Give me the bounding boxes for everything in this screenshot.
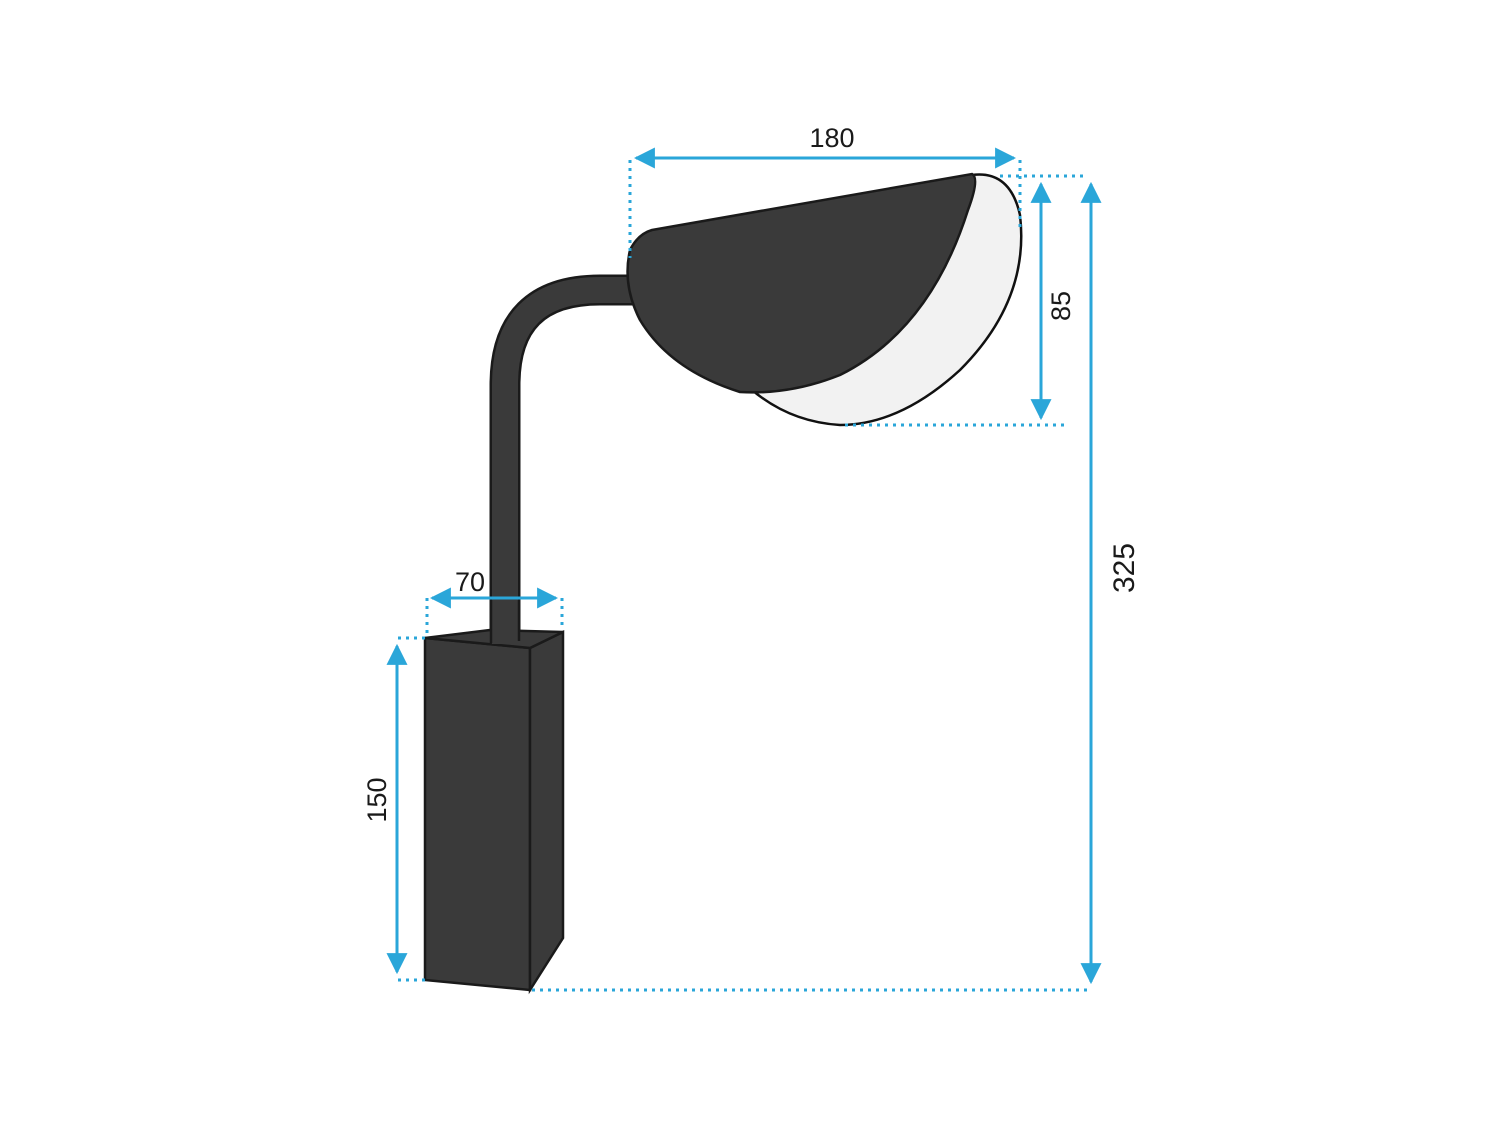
dimension-base-width: 70 xyxy=(425,567,564,636)
dimension-lines: 180 85 325 70 150 xyxy=(362,123,1141,992)
dimension-shade-width: 180 xyxy=(628,123,1022,258)
wall-lamp xyxy=(423,172,1023,995)
lamp-arm xyxy=(489,274,640,645)
base-width-label: 70 xyxy=(455,567,485,597)
lamp-shade xyxy=(626,172,977,394)
total-height-label: 325 xyxy=(1108,543,1141,593)
shade-height-label: 85 xyxy=(1046,291,1076,321)
dimension-total-height: 325 xyxy=(532,181,1141,992)
dimension-shade-height: 85 xyxy=(845,174,1088,427)
base-height-label: 150 xyxy=(362,777,392,822)
dimension-base-height: 150 xyxy=(362,636,425,982)
shade-width-label: 180 xyxy=(809,123,854,153)
lamp-base xyxy=(423,628,565,995)
lamp-arm-joint xyxy=(492,600,518,644)
